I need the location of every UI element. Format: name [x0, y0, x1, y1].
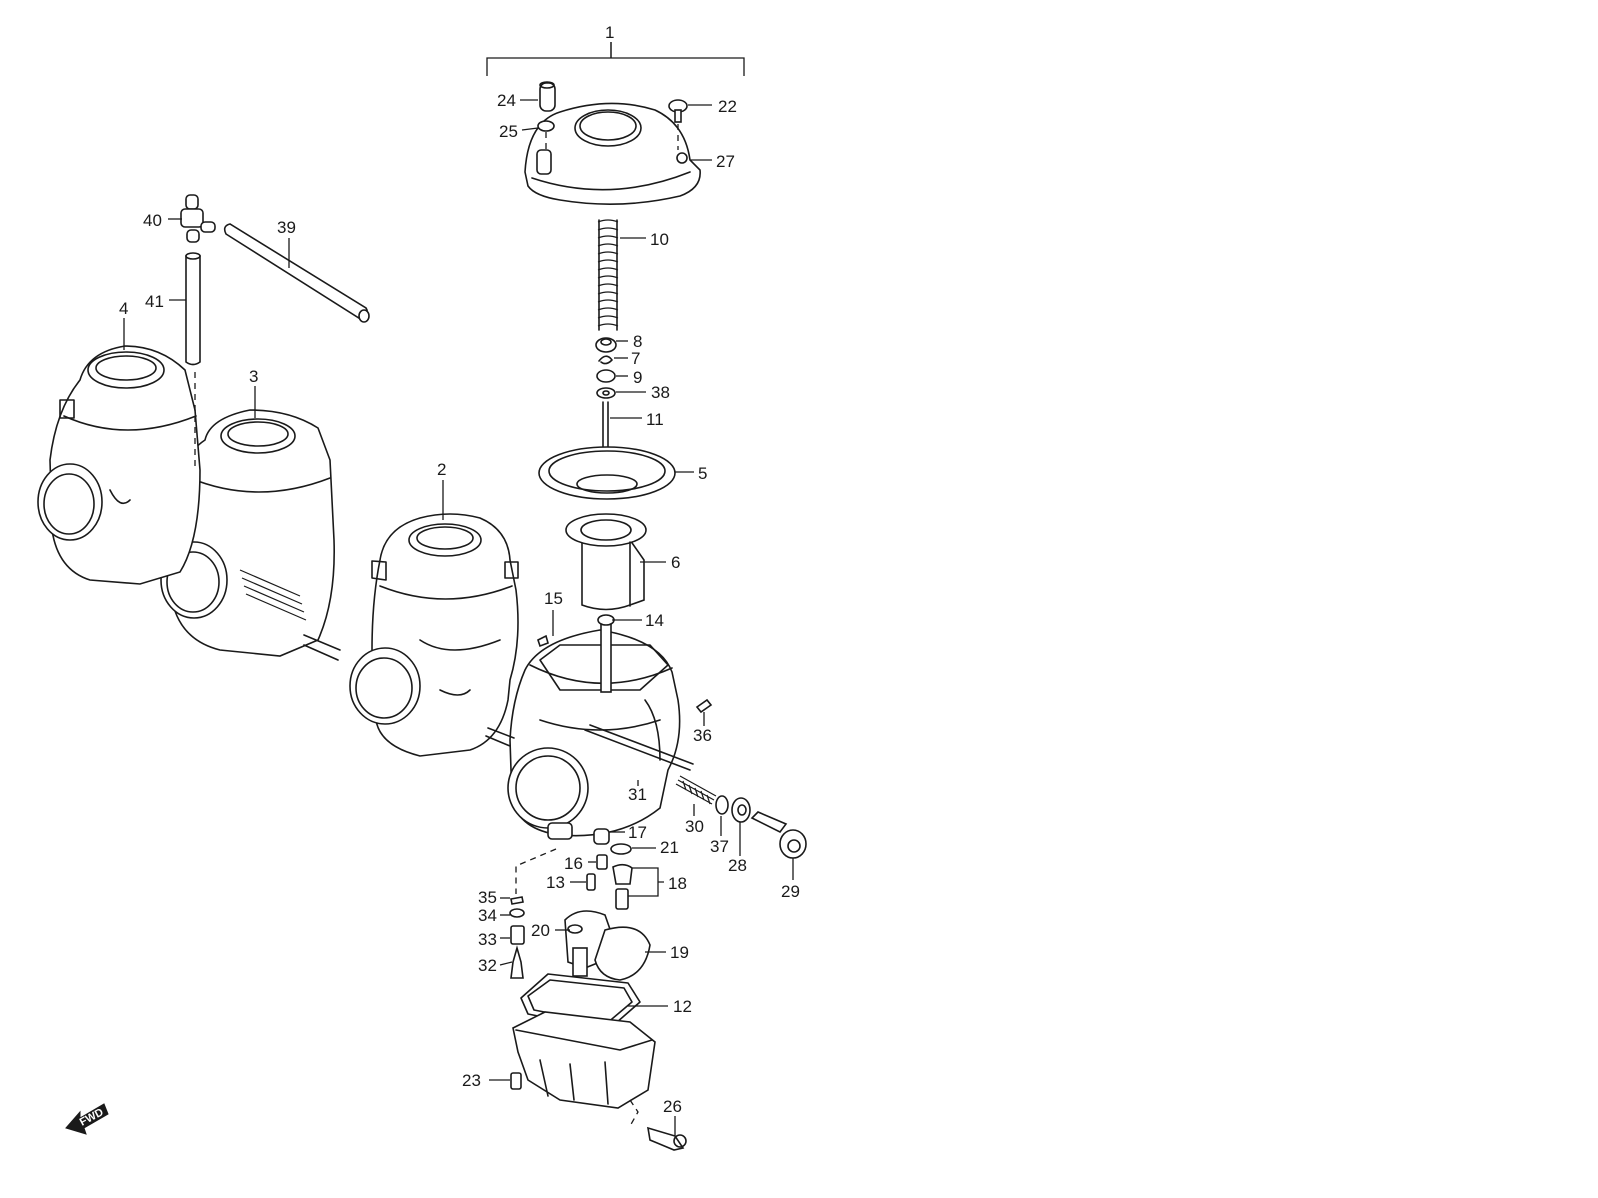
cap-screw-part [668, 99, 688, 150]
callout-3: 3 [249, 367, 258, 386]
callout-41: 41 [145, 292, 164, 311]
callout-19: 19 [670, 943, 689, 962]
fwd-label: FWD [78, 1106, 106, 1128]
callout-14: 14 [645, 611, 664, 630]
callout-17: 17 [628, 823, 647, 842]
hose-41-part [185, 252, 201, 470]
pilot-screw-group [675, 775, 807, 859]
cap-plug-part [539, 81, 556, 112]
callout-26: 26 [663, 1097, 682, 1116]
clip-36 [695, 698, 713, 714]
callout-25: 25 [499, 122, 518, 141]
gasket-part [520, 973, 641, 1031]
callout-34: 34 [478, 906, 497, 925]
leader-lines [123, 42, 794, 1136]
needle-parts [595, 337, 617, 489]
float-part [564, 910, 651, 981]
callout-22: 22 [718, 97, 737, 116]
callout-7: 7 [631, 349, 640, 368]
callout-10: 10 [650, 230, 669, 249]
t-joint-part [180, 194, 216, 243]
callout-13: 13 [546, 873, 565, 892]
top-cap-part [524, 102, 701, 205]
callout-30: 30 [685, 817, 704, 836]
callout-6: 6 [671, 553, 680, 572]
callout-37: 37 [710, 837, 729, 856]
callout-28: 28 [728, 856, 747, 875]
hose-39-part [223, 223, 370, 323]
callout-24: 24 [497, 91, 516, 110]
carb-connectors [303, 634, 515, 747]
o-ring-part [537, 120, 555, 152]
callout-15: 15 [544, 589, 563, 608]
drain-screw-15 [537, 634, 549, 648]
forward-arrow-icon: FWD [65, 1103, 109, 1135]
carburetor-body-2 [349, 513, 519, 757]
callout-33: 33 [478, 930, 497, 949]
callout-2: 2 [437, 460, 446, 479]
float-bowl-part [510, 1011, 687, 1151]
callout-39: 39 [277, 218, 296, 237]
callout-labels: 1 2 3 4 5 6 7 8 9 10 11 12 13 14 15 16 1… [119, 23, 800, 1116]
callout-23: 23 [462, 1071, 481, 1090]
carburetor-body-main [507, 614, 694, 840]
callout-21: 21 [660, 838, 679, 857]
callout-29: 29 [781, 882, 800, 901]
diaphragm-part [538, 446, 676, 500]
callout-38: 38 [651, 383, 670, 402]
callout-20: 20 [531, 921, 550, 940]
callout-32: 32 [478, 956, 497, 975]
jets-group [509, 828, 633, 979]
piston-part [565, 513, 647, 611]
assembly-bracket [486, 42, 745, 76]
callout-31: 31 [628, 785, 647, 804]
callout-40: 40 [143, 211, 162, 230]
callout-5: 5 [698, 464, 707, 483]
callout-16: 16 [564, 854, 583, 873]
callout-27: 27 [716, 152, 735, 171]
spring-part [597, 219, 619, 331]
callout-8: 8 [633, 332, 642, 351]
callout-12: 12 [673, 997, 692, 1016]
callout-9: 9 [633, 368, 642, 387]
callout-35: 35 [478, 888, 497, 907]
callout-36: 36 [693, 726, 712, 745]
callout-11: 11 [646, 410, 664, 429]
callout-18: 18 [668, 874, 687, 893]
callout-4: 4 [119, 299, 128, 318]
carburetor-body-4 [37, 345, 201, 585]
callout-1: 1 [605, 23, 614, 42]
